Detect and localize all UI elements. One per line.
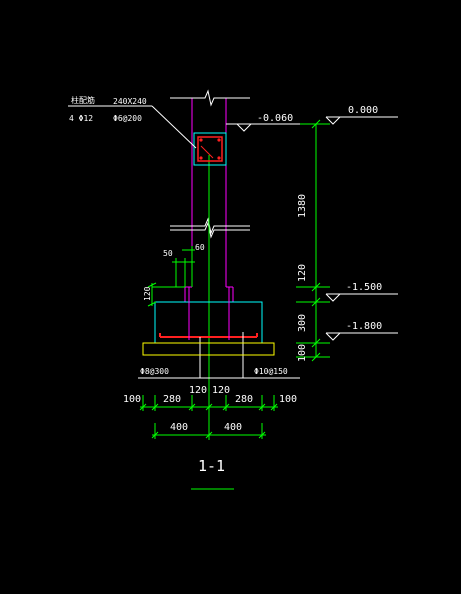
elevation-column-level: -0.060 [257, 113, 293, 124]
break-line-top [170, 89, 250, 107]
footing-rebar [159, 333, 258, 338]
elevation-marker-step [325, 293, 398, 302]
right-dim-chain [226, 119, 330, 362]
section-title: 1-1 [198, 457, 225, 475]
rebar-label-left: Φ8@300 [140, 367, 169, 376]
column-size-text: 240X240 [113, 97, 147, 106]
elevation-step-top: -1.500 [346, 282, 382, 293]
elevation-marker-footing [325, 332, 398, 341]
rebar-label-right: Φ10@150 [254, 367, 288, 376]
column-main-bars-text: 4 Φ12 [69, 114, 93, 123]
bottom-dim-row2 [151, 423, 266, 439]
bottom-dim-400-left: 400 [170, 422, 188, 433]
bottom-dim-row1 [139, 395, 278, 411]
left-dim-50: 50 [163, 249, 173, 258]
bottom-dim-120-left: 120 [189, 385, 207, 396]
bottom-dim-400-right: 400 [224, 422, 242, 433]
bottom-dim-120-right: 120 [212, 385, 230, 396]
bottom-dim-100-right: 100 [279, 394, 297, 405]
vertical-dim-1380: 1380 [297, 194, 308, 218]
vertical-dim-300: 300 [297, 314, 308, 332]
elevation-marker-column [236, 123, 300, 132]
bottom-dim-280-left: 280 [163, 394, 181, 405]
elevation-footing-top: -1.800 [346, 321, 382, 332]
vertical-dim-100: 100 [297, 344, 308, 362]
elevation-ground-level: 0.000 [348, 105, 378, 116]
column-dowels [188, 287, 230, 340]
column-note-leader [151, 105, 197, 149]
left-dim-lines [147, 246, 195, 307]
left-dim-60: 60 [195, 243, 205, 252]
vertical-dim-120: 120 [297, 264, 308, 282]
elevation-marker-ground [325, 116, 398, 125]
bottom-dim-280-right: 280 [235, 394, 253, 405]
bottom-dim-100-left: 100 [123, 394, 141, 405]
break-line-mid [170, 217, 250, 239]
cushion-layer [142, 342, 275, 356]
column-section [193, 132, 227, 166]
left-dim-120: 120 [143, 286, 152, 301]
column-stirrups-text: Φ6@200 [113, 114, 142, 123]
column-note-label: 柱配筋 [71, 95, 95, 105]
